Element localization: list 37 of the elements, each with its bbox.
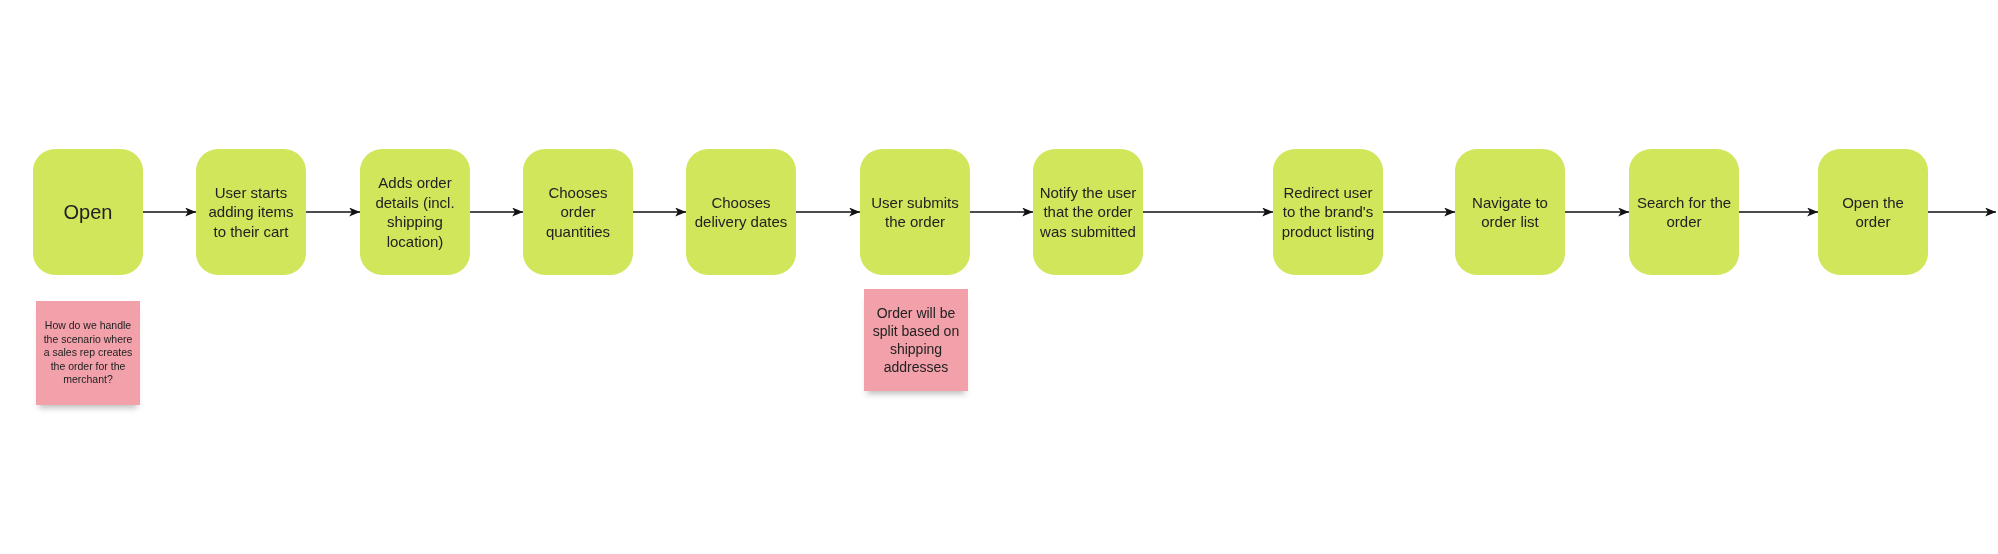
step-text: Open — [63, 200, 113, 225]
step-text: How do we handle the scenario where a sales rep creates the order for the merchant? — [42, 318, 134, 388]
arrow — [632, 207, 687, 217]
arrow — [969, 207, 1034, 217]
arrow — [1927, 207, 1997, 217]
arrow — [469, 207, 524, 217]
arrow — [1142, 207, 1274, 217]
process-box — [360, 149, 470, 275]
step-text: User submits the order — [870, 192, 960, 232]
step-text: Redirect user to the brand's product listing — [1280, 182, 1376, 242]
sticky-note — [36, 301, 140, 405]
process-box — [860, 149, 970, 275]
process-box — [1818, 149, 1928, 275]
step-text: Adds order details (incl. shipping location) — [374, 173, 456, 251]
arrow — [1564, 207, 1630, 217]
process-box — [1033, 149, 1143, 275]
process-box — [1629, 149, 1739, 275]
step-text: Open the order — [1841, 192, 1905, 232]
arrow — [1382, 207, 1456, 217]
arrow — [305, 207, 361, 217]
process-box — [33, 149, 143, 275]
process-box — [196, 149, 306, 275]
step-text: Chooses delivery dates — [693, 192, 789, 232]
step-text: User starts adding items to their cart — [207, 182, 295, 242]
sticky-note — [864, 289, 968, 391]
arrow — [795, 207, 861, 217]
step-text: Order will be split based on shipping addresses — [871, 303, 961, 377]
arrow — [142, 207, 197, 217]
step-text: Chooses order quantities — [544, 182, 612, 242]
step-text: Navigate to order list — [1471, 192, 1549, 232]
process-box — [1273, 149, 1383, 275]
process-box — [523, 149, 633, 275]
step-text: Notify the user that the order was submitted — [1039, 182, 1137, 242]
process-box — [686, 149, 796, 275]
step-text: Search for the order — [1635, 192, 1733, 232]
process-box — [1455, 149, 1565, 275]
arrow — [1738, 207, 1819, 217]
